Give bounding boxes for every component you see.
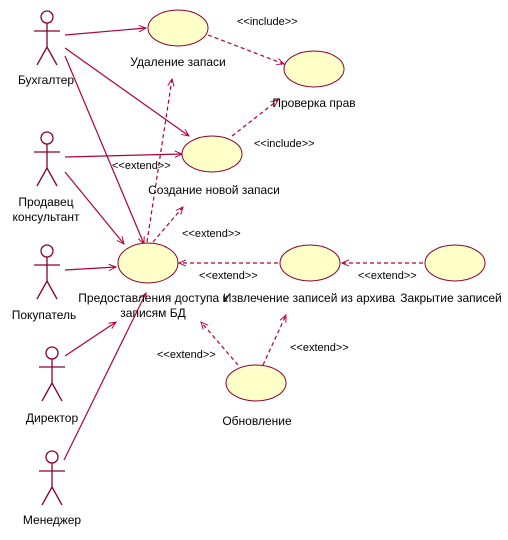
use-case-update-label: Обновление <box>222 414 292 428</box>
extend-access-create <box>152 207 183 243</box>
stereotype-extend-extract-access: <<extend>> <box>199 270 258 282</box>
use-case-create[interactable] <box>181 135 243 173</box>
use-case-extract[interactable] <box>279 244 341 282</box>
use-case-close[interactable] <box>424 244 486 282</box>
actor-director-label: Директор <box>26 411 79 425</box>
assoc-director-access <box>64 322 116 357</box>
assoc-seller-create <box>64 154 182 157</box>
include-create-check <box>231 100 278 137</box>
extend-update-access <box>201 322 239 366</box>
stereotype-extend-close-extract: <<extend>> <box>358 270 417 282</box>
use-case-create-label: Создание новой запаси <box>148 183 280 197</box>
stereotype-extend-update-access: <<extend>> <box>157 349 216 361</box>
use-case-extract-label: Извлечение записей из архива <box>223 291 396 305</box>
assoc-accountant-access <box>64 55 144 244</box>
stereotype-extend-access-delete: <<extend>> <box>112 160 171 172</box>
stereotype-include-delete-check: <<include>> <box>237 16 298 28</box>
stereotype-include-create-check: <<include>> <box>254 138 315 150</box>
stereotype-extend-update-extract: <<extend>> <box>290 342 349 354</box>
use-case-check[interactable] <box>283 50 345 88</box>
use-case-access-label-line1: Предоставления доступа к <box>78 291 228 305</box>
use-case-delete[interactable] <box>147 9 209 47</box>
assoc-accountant-create <box>64 47 189 136</box>
extend-update-extract <box>262 315 287 366</box>
actor-seller-label-line2: консультант <box>13 210 80 224</box>
assoc-accountant-delete <box>64 28 146 36</box>
use-case-delete-label: Удаление запаси <box>130 55 225 69</box>
use-case-update[interactable] <box>225 364 287 402</box>
assoc-manager-access <box>63 293 147 461</box>
assoc-seller-access <box>64 171 124 244</box>
actor-seller-label-line1: Продавец <box>18 195 73 209</box>
stereotype-extend-access-create: <<extend>> <box>182 228 241 240</box>
actor-buyer-icon[interactable] <box>34 244 60 300</box>
use-case-access[interactable] <box>117 242 179 284</box>
assoc-buyer-access <box>64 267 116 270</box>
actor-accountant-label: Бухгалтер <box>18 73 74 87</box>
actor-seller-icon[interactable] <box>34 131 60 187</box>
use-case-access-label-line2: записям БД <box>120 306 185 320</box>
actor-manager-icon[interactable] <box>39 450 65 506</box>
actor-director-icon[interactable] <box>39 346 65 402</box>
actor-accountant-icon[interactable] <box>34 10 60 66</box>
actor-manager-label: Менеджер <box>23 513 82 527</box>
use-case-close-label: Закрытие записей <box>400 291 501 305</box>
actor-buyer-label: Покупатель <box>12 308 76 322</box>
use-case-check-label: Проверка прав <box>272 96 355 110</box>
